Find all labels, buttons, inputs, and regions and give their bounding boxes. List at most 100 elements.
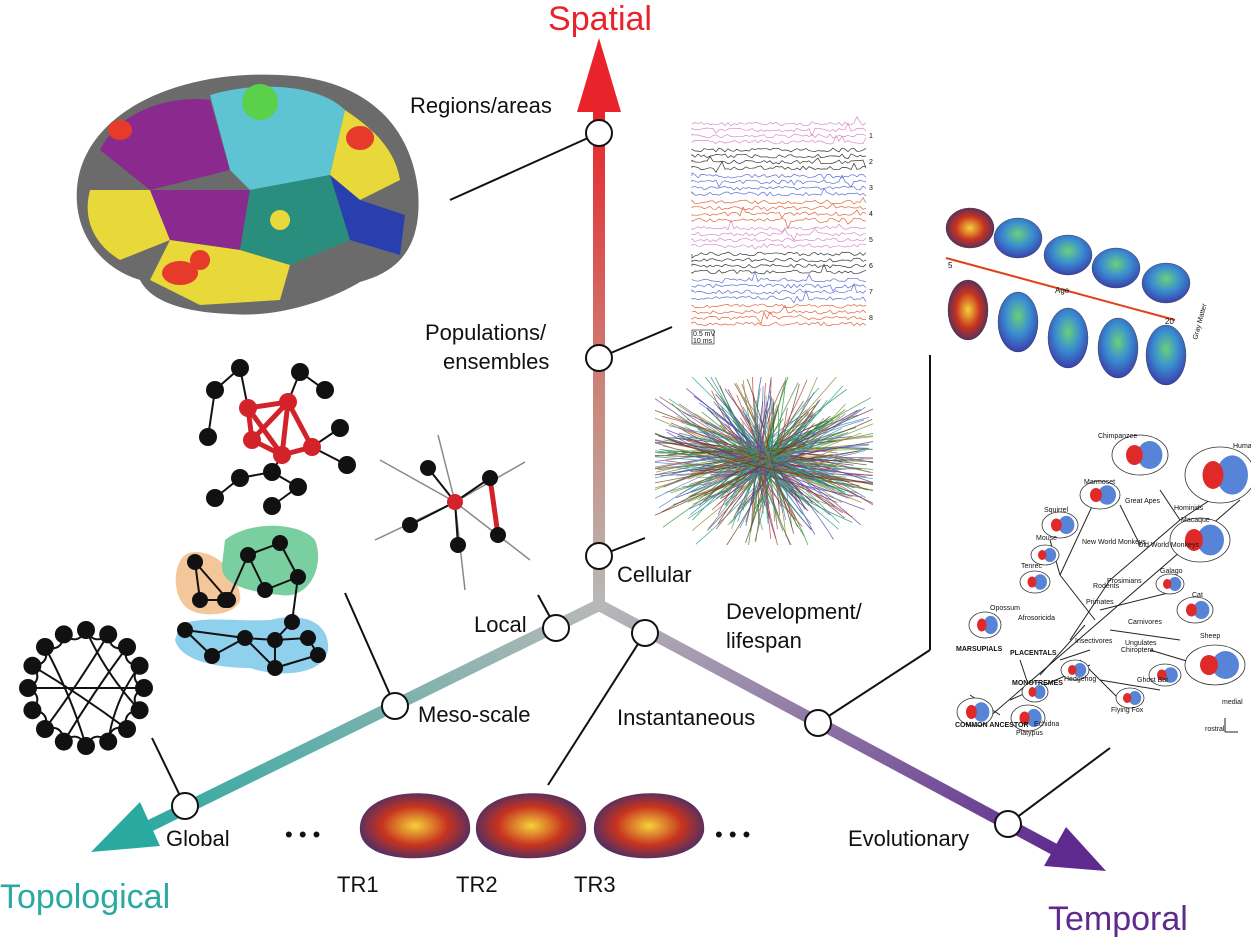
tr2-label: TR2 <box>456 872 498 897</box>
network-node <box>267 660 283 676</box>
neuron-fiber <box>731 387 820 529</box>
taxon-label: Ungulates <box>1125 640 1157 647</box>
eeg-trace <box>691 283 867 292</box>
age-end: 20 <box>1165 317 1174 326</box>
rich-club-network <box>199 359 356 515</box>
neuron-fiber <box>763 382 772 539</box>
ellipsis-right: • • • <box>715 822 750 847</box>
leader-instantaneous <box>547 632 646 786</box>
taxon-label: Afrosoricida <box>1018 615 1055 622</box>
neuron-fiber <box>677 442 867 483</box>
eeg-trace <box>691 122 867 137</box>
species-brain-v1 <box>1051 518 1062 532</box>
species-brain-fill <box>1212 651 1239 679</box>
network-node <box>23 701 42 720</box>
network-edge <box>409 501 456 526</box>
taxon-label: Tenrec <box>1021 563 1043 570</box>
taxon-label: PLACENTALS <box>1010 650 1057 657</box>
taxon-label: Sheep <box>1200 633 1220 640</box>
neuron-fiber <box>710 438 820 476</box>
neuron-fiber <box>725 434 802 490</box>
network-node <box>99 625 118 644</box>
network-edge <box>62 646 128 743</box>
eeg-trace <box>691 161 867 173</box>
species-brain-v1 <box>1202 461 1224 489</box>
network-node <box>231 359 249 377</box>
label-cellular: Cellular <box>617 562 692 587</box>
network-node <box>240 547 256 563</box>
label-populations-2: ensembles <box>443 349 549 374</box>
tr-brains: • • • • • • TR1 TR2 TR3 <box>285 793 750 897</box>
species-brain-fill <box>1033 574 1047 590</box>
network-node <box>135 679 153 697</box>
label-local: Local <box>474 612 527 637</box>
neuron-fiber <box>697 428 835 477</box>
node-cellular <box>585 542 613 570</box>
eeg-channel-label: 3 <box>869 185 873 192</box>
taxon-label: Rodents <box>1093 583 1120 590</box>
taxon-label: New World Monkeys <box>1082 539 1147 546</box>
global-ring-network <box>19 621 153 755</box>
neuron-fiber <box>686 419 834 489</box>
taxon-label: Cat <box>1192 592 1203 599</box>
eeg-channel-label: 2 <box>869 159 873 166</box>
node-instantaneous <box>631 619 659 647</box>
species-brain-v1 <box>966 705 977 719</box>
species-brain-fill <box>983 615 998 635</box>
label-meso: Meso-scale <box>418 702 530 727</box>
network-node <box>19 679 37 697</box>
eeg-trace <box>691 243 867 250</box>
eeg-trace <box>691 217 867 230</box>
network-node <box>257 582 273 598</box>
neuron-fiber <box>654 447 873 454</box>
species-brain-fill <box>1168 577 1182 591</box>
taxon-label: Old World Monkeys <box>1138 542 1199 549</box>
species-brain-v1 <box>1123 693 1132 703</box>
network-node <box>291 363 309 381</box>
temporal-axis <box>593 599 1106 871</box>
species-brain-v1 <box>1186 603 1197 617</box>
node-development <box>804 709 832 737</box>
network-node <box>99 732 118 751</box>
eeg-trace <box>691 147 867 153</box>
species-brain-fill <box>1033 685 1046 699</box>
tr2-brain <box>475 793 587 859</box>
taxon-label: Marmoset <box>1084 479 1115 486</box>
taxon-label: MONOTREMES <box>1012 680 1063 687</box>
leader-regions <box>449 132 600 201</box>
network-node <box>130 656 149 675</box>
taxon-label: Macaque <box>1181 517 1210 524</box>
label-development-2: lifespan <box>726 628 802 653</box>
eeg-trace <box>691 153 867 159</box>
network-node <box>272 535 288 551</box>
lateral-brain <box>993 217 1043 259</box>
network-node <box>402 517 418 533</box>
network-node <box>490 527 506 543</box>
community-network <box>175 525 329 676</box>
species-brain-v1 <box>1090 488 1102 502</box>
network-edge <box>487 477 501 536</box>
network-node <box>420 460 436 476</box>
network-node <box>284 614 300 630</box>
network-node <box>199 428 217 446</box>
label-instantaneous: Instantaneous <box>617 705 755 730</box>
eeg-trace <box>691 237 867 243</box>
tr1-label: TR1 <box>337 872 379 897</box>
network-node <box>118 720 137 739</box>
network-node <box>482 470 498 486</box>
species-brain-v1 <box>1163 579 1172 589</box>
taxon-label: Human <box>1233 443 1251 450</box>
eeg-trace <box>691 227 867 242</box>
eeg-trace <box>691 251 867 259</box>
network-edge <box>31 664 128 730</box>
neuron-fiber <box>718 406 830 489</box>
network-node <box>237 630 253 646</box>
node-local <box>542 614 570 642</box>
species-brain-fill <box>1197 524 1224 556</box>
taxon-label: MARSUPIALS <box>956 646 1003 653</box>
network-node <box>243 431 261 449</box>
label-evolutionary: Evolutionary <box>848 826 969 851</box>
neuron-fiber <box>754 376 787 541</box>
eeg-trace <box>691 270 867 284</box>
